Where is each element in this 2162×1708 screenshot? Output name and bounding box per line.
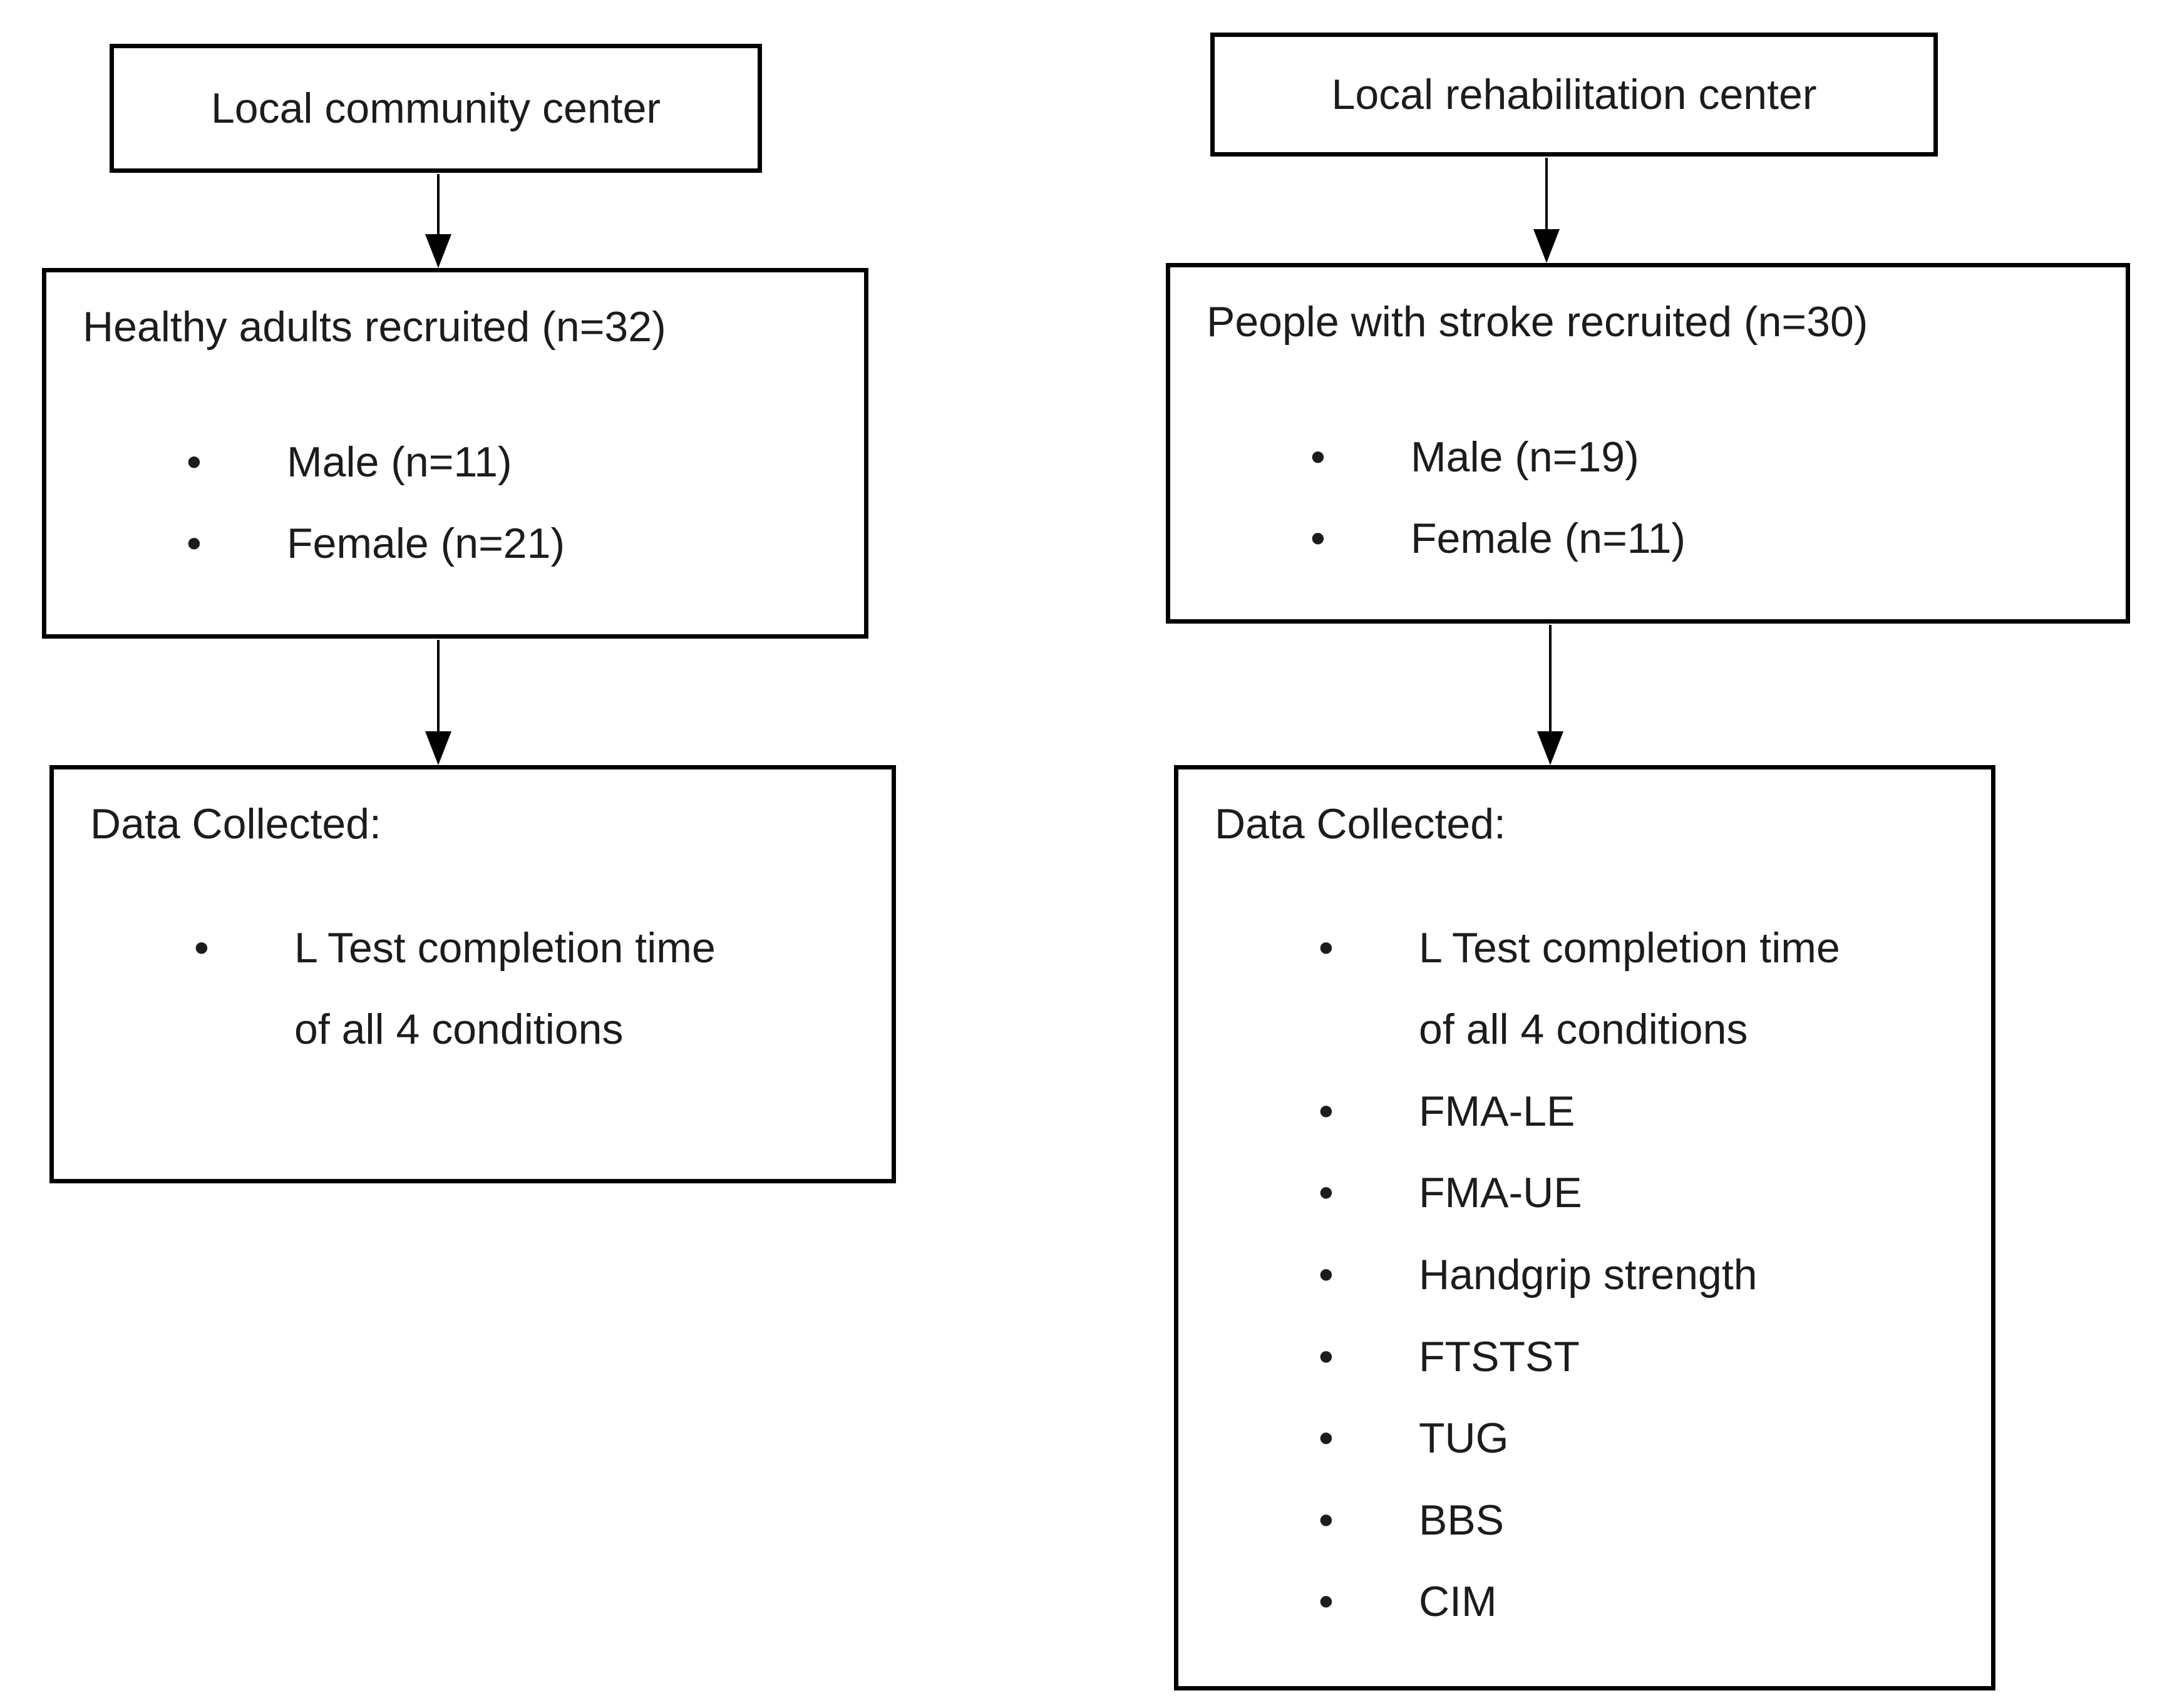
bullet-icon: • bbox=[194, 923, 209, 972]
arrow-down-icon bbox=[425, 640, 452, 765]
list-item-label: FMA-UE bbox=[1419, 1169, 1582, 1217]
list-item: • FMA-UE bbox=[1319, 1152, 1972, 1234]
list-item: • Female (n=21) bbox=[187, 503, 845, 585]
bullet-icon: • bbox=[1310, 515, 1326, 563]
arrow-down-icon bbox=[1533, 158, 1560, 263]
list-item-label: CIM bbox=[1419, 1578, 1497, 1626]
bullet-icon: • bbox=[1319, 923, 1334, 972]
arrow-shaft bbox=[1545, 158, 1548, 229]
bullet-icon: • bbox=[1319, 1169, 1334, 1217]
list-item: • L Test completion time of all 4 conditi… bbox=[194, 907, 873, 1071]
list-item: • Handgrip strength bbox=[1319, 1234, 1972, 1316]
bullet-icon: • bbox=[187, 438, 202, 486]
list-item-label: L Test completion time of all 4 conditio… bbox=[1419, 923, 1840, 1054]
list-item: • FTSTST bbox=[1319, 1316, 1972, 1398]
bullet-icon: • bbox=[1319, 1414, 1334, 1463]
list-item-label: Female (n=21) bbox=[287, 520, 565, 568]
arrow-shaft bbox=[437, 640, 440, 731]
left-data-box: Data Collected: • L Test completion time … bbox=[49, 765, 896, 1183]
right-recruit-box: People with stroke recruited (n=30) • Mal… bbox=[1166, 263, 2130, 624]
right-data-box: Data Collected: • L Test completion time … bbox=[1174, 765, 1995, 1690]
left-data-bullet-list: • L Test completion time of all 4 conditi… bbox=[90, 907, 873, 1071]
right-source-box: Local rehabilitation center bbox=[1210, 33, 1938, 157]
left-recruit-box: Healthy adults recruited (n=32) • Male (n… bbox=[42, 268, 868, 639]
list-item: • CIM bbox=[1319, 1561, 1972, 1643]
arrow-shaft bbox=[437, 174, 440, 234]
left-source-box: Local community center bbox=[110, 44, 762, 173]
list-item-label: TUG bbox=[1419, 1414, 1509, 1463]
bullet-icon: • bbox=[1319, 1496, 1334, 1544]
left-data-heading: Data Collected: bbox=[90, 800, 381, 848]
bullet-icon: • bbox=[1319, 1087, 1334, 1135]
bullet-icon: • bbox=[1319, 1332, 1334, 1381]
list-item-label: FMA-LE bbox=[1419, 1087, 1575, 1135]
list-item: • L Test completion time of all 4 conditi… bbox=[1319, 907, 1972, 1071]
list-item-label: Male (n=11) bbox=[287, 438, 512, 486]
list-item: • FMA-LE bbox=[1319, 1071, 1972, 1153]
arrowhead-icon bbox=[1533, 229, 1560, 263]
left-recruit-bullet-list: • Male (n=11) • Female (n=21) bbox=[83, 421, 845, 585]
left-recruit-heading: Healthy adults recruited (n=32) bbox=[83, 303, 666, 351]
arrow-down-icon bbox=[425, 174, 452, 268]
list-item-label: BBS bbox=[1419, 1496, 1505, 1544]
list-item: • Male (n=11) bbox=[187, 421, 845, 503]
list-item: • Female (n=11) bbox=[1310, 498, 2107, 580]
right-recruit-bullet-list: • Male (n=19) • Female (n=11) bbox=[1207, 416, 2107, 580]
left-source-label: Local community center bbox=[210, 85, 661, 132]
right-data-heading: Data Collected: bbox=[1215, 800, 1506, 848]
arrow-down-icon bbox=[1537, 625, 1564, 765]
bullet-icon: • bbox=[187, 520, 202, 568]
list-item: • TUG bbox=[1319, 1397, 1972, 1479]
list-item: • BBS bbox=[1319, 1479, 1972, 1561]
list-item-label: Handgrip strength bbox=[1419, 1250, 1758, 1299]
arrowhead-icon bbox=[425, 731, 451, 765]
arrowhead-icon bbox=[425, 234, 451, 268]
list-item-label: Male (n=19) bbox=[1411, 433, 1639, 481]
list-item: • Male (n=19) bbox=[1310, 416, 2107, 498]
arrowhead-icon bbox=[1537, 731, 1563, 765]
list-item-label: FTSTST bbox=[1419, 1332, 1580, 1381]
bullet-icon: • bbox=[1310, 433, 1326, 481]
arrow-shaft bbox=[1549, 625, 1552, 731]
right-data-bullet-list: • L Test completion time of all 4 conditi… bbox=[1215, 907, 1972, 1643]
list-item-label: L Test completion time of all 4 conditio… bbox=[294, 923, 716, 1054]
bullet-icon: • bbox=[1319, 1250, 1334, 1299]
right-source-label: Local rehabilitation center bbox=[1331, 71, 1817, 118]
bullet-icon: • bbox=[1319, 1578, 1334, 1626]
right-recruit-heading: People with stroke recruited (n=30) bbox=[1207, 298, 1868, 346]
list-item-label: Female (n=11) bbox=[1411, 515, 1686, 563]
